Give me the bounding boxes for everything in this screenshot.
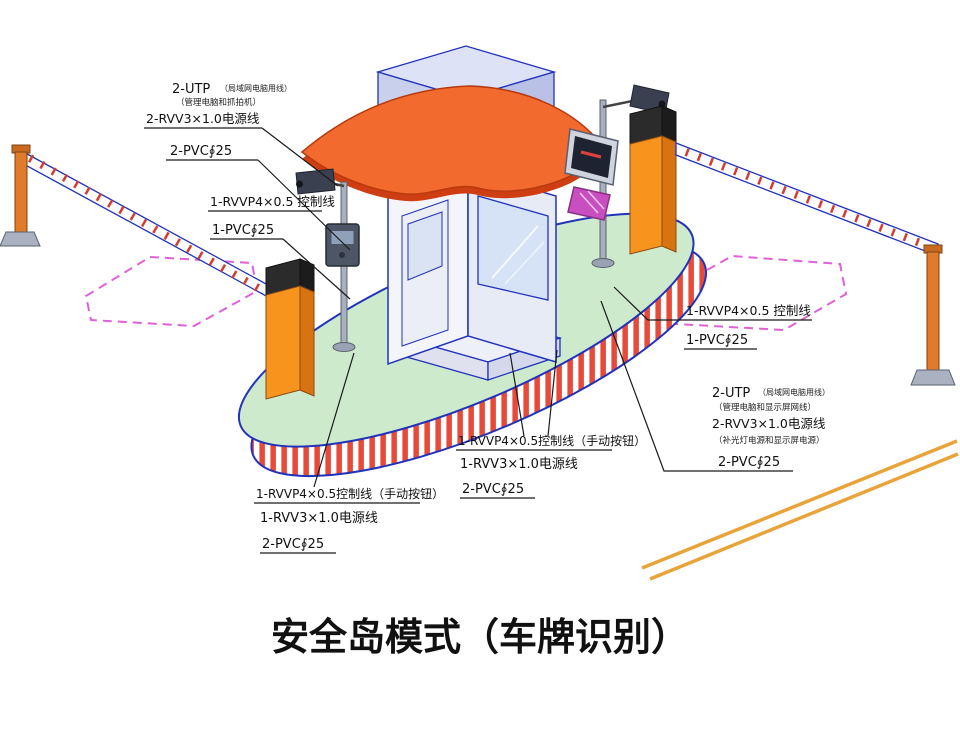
label-a-pvc: 2-PVC∮25 <box>170 144 232 159</box>
label-block-cable-topleft: 2-UTP （局域网电脑用线） （管理电脑和抓拍机） 2-RVV3×1.0电源线… <box>146 82 292 159</box>
label-b-pvc: 1-PVC∮25 <box>212 223 274 238</box>
cctv-camera-left <box>295 168 336 195</box>
label-a-power: 2-RVV3×1.0电源线 <box>146 111 260 126</box>
ground-lines <box>641 439 959 581</box>
label-a-utp-note2: （管理电脑和抓拍机） <box>176 97 261 108</box>
label-block-control-center: 1-RVVP4×0.5控制线（手动按钮） 1-RVV3×1.0电源线 2-PVC… <box>458 433 646 497</box>
left-barrier-post <box>0 144 41 247</box>
leader-lines <box>144 127 812 554</box>
label-e-control: 1-RVVP4×0.5 控制线 <box>686 303 811 318</box>
booth-door-window <box>407 211 443 281</box>
right-barrier-arm <box>675 142 939 257</box>
camera-pole-right <box>564 84 670 268</box>
label-a-utp: 2-UTP <box>172 82 210 97</box>
label-c-power: 1-RVV3×1.0电源线 <box>260 511 378 526</box>
left-barrier-cabinet <box>265 258 315 400</box>
label-d-pvc: 2-PVC∮25 <box>462 482 524 497</box>
label-e-pvc: 1-PVC∮25 <box>686 333 748 348</box>
fill-light <box>567 186 611 221</box>
label-d-power: 1-RVV3×1.0电源线 <box>460 457 578 472</box>
label-f-utp-note2: （管理电脑和显示屏网线） <box>714 402 816 413</box>
guard-booth <box>387 168 557 366</box>
led-display <box>564 128 619 186</box>
label-f-utp: 2-UTP <box>712 386 750 401</box>
label-block-cable-lowerright: 2-UTP （局域网电脑用线） （管理电脑和显示屏网线） 2-RVV3×1.0电… <box>712 386 830 470</box>
label-f-power-note: （补光灯电源和显示屏电源） <box>714 435 825 446</box>
label-f-pvc: 2-PVC∮25 <box>718 455 780 470</box>
label-block-control-right: 1-RVVP4×0.5 控制线 1-PVC∮25 <box>686 303 811 348</box>
booth-roof <box>300 85 605 202</box>
label-c-control: 1-RVVP4×0.5控制线（手动按钮） <box>256 486 444 501</box>
right-barrier-post <box>910 244 956 386</box>
label-c-pvc: 2-PVC∮25 <box>262 537 324 552</box>
card-reader-box <box>325 223 360 267</box>
label-block-control-bottomleft: 1-RVVP4×0.5控制线（手动按钮） 1-RVV3×1.0电源线 2-PVC… <box>256 486 444 552</box>
label-f-power: 2-RVV3×1.0电源线 <box>712 416 826 431</box>
label-a-utp-note1: （局域网电脑用线） <box>220 83 292 93</box>
label-d-control: 1-RVVP4×0.5控制线（手动按钮） <box>458 433 646 448</box>
induction-loop-left <box>84 255 259 328</box>
label-f-utp-note1: （局域网电脑用线） <box>758 387 830 397</box>
label-block-control-left: 1-RVVP4×0.5 控制线 1-PVC∮25 <box>210 194 335 238</box>
label-b-control: 1-RVVP4×0.5 控制线 <box>210 194 335 209</box>
diagram-title: 安全岛模式（车牌识别） <box>271 615 689 659</box>
right-barrier-cabinet <box>629 105 677 255</box>
